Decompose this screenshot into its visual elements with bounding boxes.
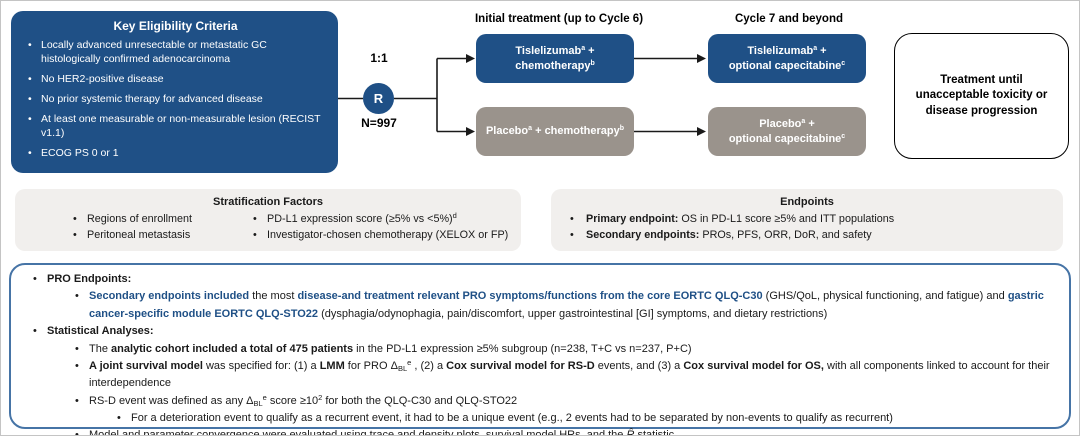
note-text: A joint survival model was specified for… bbox=[89, 357, 1050, 390]
bullet-glyph: • bbox=[117, 412, 121, 424]
note-line: • For a deterioration event to qualify as… bbox=[11, 410, 1055, 427]
bullet-glyph: • bbox=[75, 394, 79, 407]
stratification-item: PD-L1 expression score (≥5% vs <5%)d bbox=[251, 212, 508, 228]
notes-panel: • PRO Endpoints: • Secondary endpoints incl… bbox=[9, 263, 1071, 435]
stratification-item: Peritoneal metastasis bbox=[71, 228, 251, 244]
note-text: Model and parameter convergence were eva… bbox=[89, 429, 675, 436]
bullet-glyph: • bbox=[33, 325, 37, 338]
cycle7-header: Cycle 7 and beyond bbox=[734, 13, 843, 25]
note-line: • Model and parameter convergence were ev… bbox=[11, 427, 1055, 436]
arm-tislelizumab-capecitabine: Tislelizumaba +optional capecitabinec bbox=[708, 34, 866, 83]
arm-placebo-chemotherapy: Placeboa + chemotherapyb bbox=[476, 107, 634, 156]
note-text: Secondary endpoints included the most di… bbox=[89, 290, 1044, 320]
sample-size-label: N=997 bbox=[361, 116, 397, 130]
note-line: • The analytic cohort included a total of… bbox=[11, 341, 1055, 358]
eligibility-item: ECOG PS 0 or 1 bbox=[25, 147, 326, 161]
bullet-glyph: • bbox=[75, 429, 79, 436]
note-text: For a deterioration event to qualify as … bbox=[131, 412, 893, 424]
note-line: • PRO Endpoints: bbox=[11, 271, 1055, 288]
arm-label: Tislelizumaba +chemotherapyb bbox=[515, 44, 595, 72]
note-line: • A joint survival model was specified fo… bbox=[11, 358, 1055, 393]
note-line: • Statistical Analyses: bbox=[11, 323, 1055, 340]
bullet-glyph: • bbox=[75, 290, 79, 303]
initial-treatment-header: Initial treatment (up to Cycle 6) bbox=[474, 13, 644, 25]
bullet-glyph: • bbox=[75, 359, 79, 372]
endpoint-item: Primary endpoint: OS in PD-L1 score ≥5% … bbox=[566, 212, 1063, 228]
note-line: • RS-D event was defined as any ΔBLe scor… bbox=[11, 393, 1055, 410]
arm-label: Tislelizumaba +optional capecitabinec bbox=[728, 44, 846, 72]
stratification-item: Regions of enrollment bbox=[71, 212, 251, 228]
arm-placebo-capecitabine: Placeboa +optional capecitabinec bbox=[708, 107, 866, 156]
endpoint-item: Secondary endpoints: PROs, PFS, ORR, DoR… bbox=[566, 228, 1063, 244]
arm-label: Placeboa +optional capecitabinec bbox=[728, 117, 846, 145]
eligibility-item: Locally advanced unresectable or metasta… bbox=[25, 39, 326, 66]
eligibility-item: No prior systemic therapy for advanced d… bbox=[25, 93, 326, 107]
eligibility-panel: Key Eligibility Criteria Locally advance… bbox=[11, 11, 338, 173]
stratification-panel: Stratification Factors Regions of enroll… bbox=[15, 189, 521, 251]
endpoints-panel: Endpoints Primary endpoint: OS in PD-L1 … bbox=[551, 189, 1063, 251]
note-text: Statistical Analyses: bbox=[47, 325, 154, 338]
randomization-ratio: 1:1 bbox=[370, 51, 388, 65]
eligibility-list: Locally advanced unresectable or metasta… bbox=[25, 39, 326, 160]
eligibility-item: At least one measurable or non-measurabl… bbox=[25, 113, 326, 140]
note-line: • Secondary endpoints included the most d… bbox=[11, 288, 1055, 323]
eligibility-item: No HER2-positive disease bbox=[25, 73, 326, 87]
bullet-glyph: • bbox=[75, 342, 79, 355]
stratification-columns: Regions of enrollmentPeritoneal metastas… bbox=[15, 212, 521, 243]
stratification-item: Investigator-chosen chemotherapy (XELOX … bbox=[251, 228, 508, 244]
arm-label: Placeboa + chemotherapyb bbox=[485, 125, 625, 138]
note-text: The analytic cohort included a total of … bbox=[89, 342, 692, 355]
treatment-duration-box: Treatment until unacceptable toxicity or… bbox=[894, 33, 1069, 159]
stratification-title: Stratification Factors bbox=[212, 196, 324, 208]
arm-tislelizumab-chemotherapy: Tislelizumaba +chemotherapyb bbox=[476, 34, 634, 83]
endpoints-title: Endpoints bbox=[780, 196, 834, 208]
bullet-glyph: • bbox=[33, 273, 37, 285]
note-text: RS-D event was defined as any ΔBLe score… bbox=[89, 392, 518, 408]
note-text: PRO Endpoints: bbox=[47, 273, 132, 285]
randomization-node: R bbox=[363, 83, 394, 114]
stratification-col2: PD-L1 expression score (≥5% vs <5%)dInve… bbox=[251, 212, 508, 243]
eligibility-title: Key Eligibility Criteria bbox=[113, 19, 238, 33]
endpoints-list: Primary endpoint: OS in PD-L1 score ≥5% … bbox=[551, 212, 1063, 243]
stratification-col1: Regions of enrollmentPeritoneal metastas… bbox=[71, 212, 251, 243]
